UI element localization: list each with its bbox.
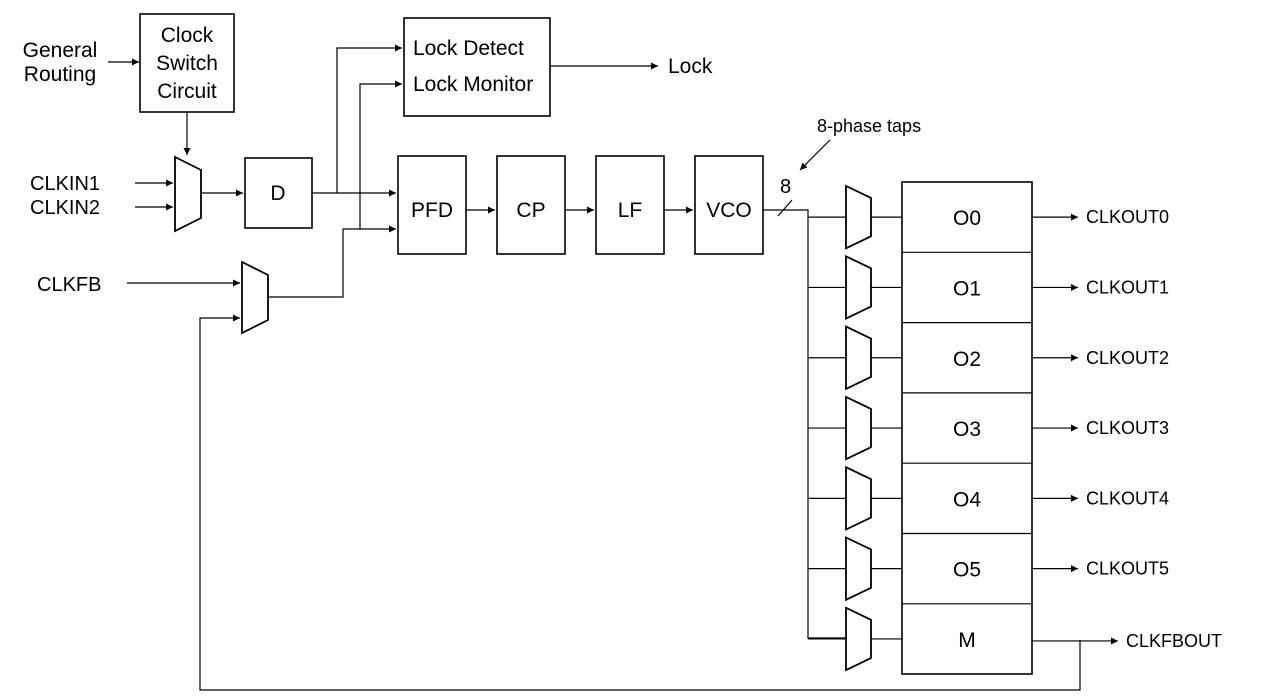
vco-block [694, 155, 764, 255]
cp-label: CP [516, 199, 545, 222]
clkfb-label: CLKFB [37, 274, 101, 296]
counter-label-o1: O1 [953, 277, 981, 300]
divider-d-label: D [270, 182, 285, 205]
counter-label-o5: O5 [953, 559, 981, 582]
divider-d-block [244, 157, 313, 229]
general-routing-label-line2: Routing [24, 63, 96, 86]
feedback-to-lock-monitor-wire [359, 80, 402, 229]
cp-block [496, 155, 566, 255]
taps-annotation: 8-phase taps [817, 116, 921, 136]
clkin-mux [174, 155, 202, 233]
bus-width-slash [777, 199, 793, 217]
ref-to-lock-detect-wire [336, 44, 402, 193]
output-label-m: CLKFBOUT [1126, 631, 1222, 651]
clkfbout-feedback-loop-wire [199, 314, 1081, 691]
clkin2-label: CLKIN2 [30, 197, 100, 219]
phase-mux-o0 [845, 184, 872, 250]
phase-mux-o1 [845, 254, 872, 321]
output-label-o4: CLKOUT4 [1086, 488, 1169, 508]
clock-switch-label-line2: Switch [156, 52, 218, 75]
phase-mux-m [845, 606, 872, 672]
lock-detect-label: Lock Detect [413, 37, 524, 60]
phase-mux-o4 [845, 465, 872, 531]
phase-mux-o2 [845, 325, 872, 391]
lock-detect-monitor-block [403, 17, 551, 117]
clock-switch-label-line1: Clock [161, 24, 214, 47]
vco-tap-bus [763, 209, 846, 639]
taps-annotation-arrow [799, 139, 831, 171]
output-label-o3: CLKOUT3 [1086, 418, 1169, 438]
bus-width-label: 8 [780, 176, 791, 198]
clkin1-label: CLKIN1 [30, 173, 100, 195]
output-label-o2: CLKOUT2 [1086, 348, 1169, 368]
lf-block [595, 155, 665, 255]
clock-switch-label-line3: Circuit [157, 80, 217, 103]
pfd-label: PFD [411, 199, 453, 222]
counter-label-o2: O2 [953, 348, 981, 371]
clkfb-mux [241, 260, 269, 335]
output-label-o5: CLKOUT5 [1086, 559, 1169, 579]
counter-label-o4: O4 [953, 488, 981, 511]
lock-monitor-label: Lock Monitor [413, 73, 533, 96]
counter-label-o3: O3 [953, 418, 981, 441]
counter-label-o0: O0 [953, 207, 981, 230]
vco-label: VCO [706, 199, 752, 222]
phase-mux-o5 [845, 536, 872, 602]
general-routing-label-line1: General [23, 39, 98, 62]
output-label-o1: CLKOUT1 [1086, 277, 1169, 297]
counter-label-m: M [958, 629, 976, 652]
feedback-to-pfd-wire [268, 225, 396, 298]
lock-output-label: Lock [668, 55, 713, 78]
pfd-block [397, 155, 467, 255]
phase-mux-o3 [845, 395, 872, 461]
output-label-o0: CLKOUT0 [1086, 207, 1169, 227]
lf-label: LF [618, 199, 643, 222]
output-counter-column [901, 181, 1033, 675]
